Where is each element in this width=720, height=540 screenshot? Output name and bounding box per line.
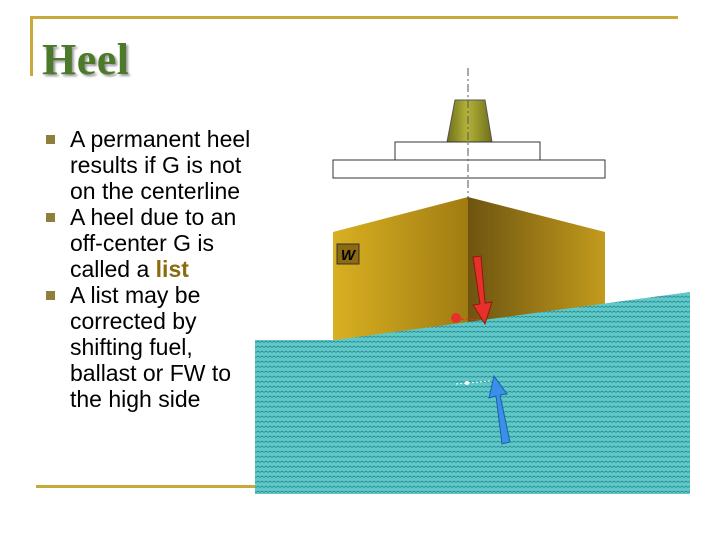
bullet-list: A permanent heel results if G is not on …: [42, 126, 262, 412]
moment-arm-line: [460, 318, 486, 321]
slide-title: Heel: [42, 35, 130, 84]
bullet-marker: [46, 135, 55, 144]
frame-line-left: [30, 16, 33, 76]
hull-port-side: [333, 197, 468, 345]
buoyancy-moment-line: [455, 380, 491, 385]
bullet-marker: [46, 213, 55, 222]
bullet-text: A heel due to an off-center G is called …: [70, 204, 237, 282]
hull-starboard-side: [468, 197, 605, 345]
center-of-gravity-point: [451, 313, 461, 323]
deckhouse-lower: [332, 159, 606, 179]
bullet-marker: [46, 291, 55, 300]
list-keyword: list: [155, 256, 189, 282]
bullet-item: A permanent heel results if G is not on …: [42, 126, 262, 204]
center-of-buoyancy-point: [465, 381, 469, 385]
bullet-item: A heel due to an off-center G is called …: [42, 204, 262, 282]
bullet-text: A permanent heel results if G is not on …: [70, 126, 251, 204]
weight-arrow: [472, 255, 493, 326]
funnel: [446, 99, 493, 143]
weight-label: W: [341, 247, 357, 264]
weight-label-box: [336, 243, 360, 265]
bullet-text: A list may be corrected by shifting fuel…: [70, 282, 232, 412]
frame-line-top: [30, 16, 678, 19]
buoyancy-arrow: [488, 374, 511, 445]
frame-line-bottom: [36, 485, 268, 488]
water: [255, 292, 690, 494]
bullet-item: A list may be corrected by shifting fuel…: [42, 282, 262, 412]
